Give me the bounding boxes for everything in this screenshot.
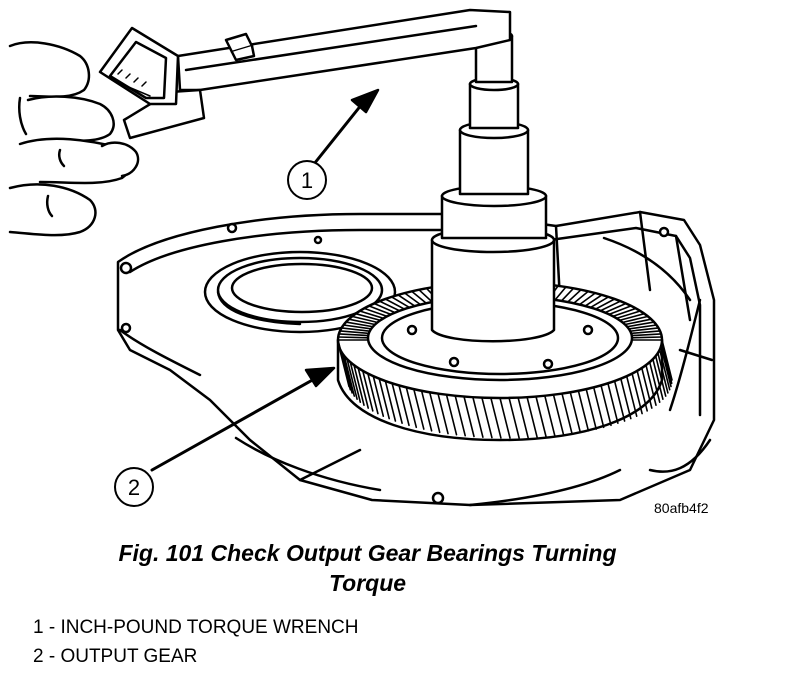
technical-illustration: 1 2 80afb4f2: [8, 8, 716, 516]
callout-circle-1: [287, 160, 327, 200]
bearing-bore: [203, 250, 397, 334]
callout-circle-2: [114, 467, 154, 507]
figure-caption-line-1: Fig. 101 Check Output Gear Bearings Turn…: [118, 540, 617, 566]
case-bolt-holes: [119, 222, 670, 505]
callout-arrow-2: [150, 366, 336, 472]
figure-id: 80afb4f2: [654, 500, 709, 516]
technician-hand: [8, 41, 140, 237]
legend-item-1: 1 - INCH-POUND TORQUE WRENCH: [33, 617, 359, 638]
callout-number-2: 2: [128, 475, 140, 500]
legend-item-2: 2 - OUTPUT GEAR: [33, 646, 198, 667]
callout-number-1: 1: [301, 168, 313, 193]
socket-adapter: [430, 29, 556, 343]
figure-caption-line-2: Torque: [328, 570, 407, 596]
callout-arrow-1: [312, 88, 380, 166]
torque-wrench: [98, 8, 512, 140]
